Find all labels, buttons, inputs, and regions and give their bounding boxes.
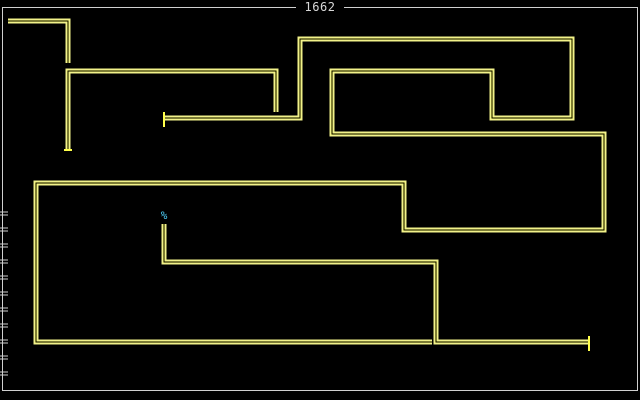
trail-segment [8, 18, 71, 63]
trail-segment [65, 68, 279, 149]
trail-segment [33, 36, 607, 345]
score-display: 1662 [296, 0, 344, 14]
trail-segment [161, 224, 588, 345]
player-cursor-icon: % [160, 209, 168, 222]
lives-tick-marks [0, 211, 8, 376]
